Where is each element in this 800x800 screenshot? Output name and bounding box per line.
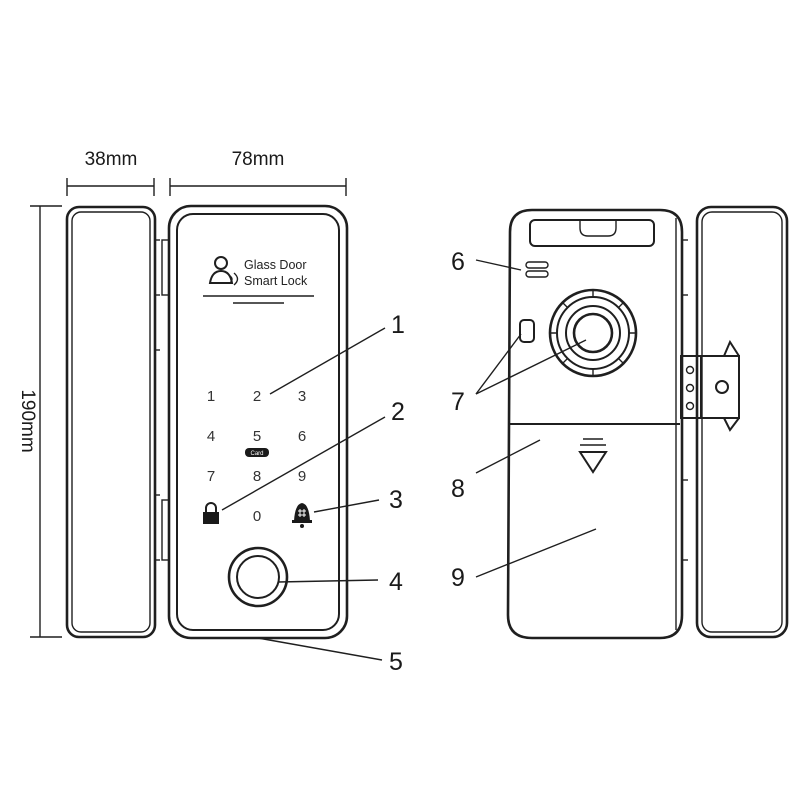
key-2: 2 [253,388,261,405]
callout-numbers: 1 2 3 4 5 6 7 8 9 [389,248,465,676]
dimension-depth: 38mm [66,149,155,196]
callout-5: 5 [389,648,403,676]
callout-6: 6 [451,248,465,276]
key-6: 6 [298,428,306,445]
key-8: 8 [253,468,261,485]
height-label: 190mm [17,389,38,452]
side-view-right [695,205,789,639]
key-4: 4 [207,428,215,445]
reset-button [519,319,535,343]
card-reader-mark: Card [245,448,269,457]
leader-lines [221,259,597,661]
side-view-left [65,205,160,639]
dimension-height: 190mm [17,205,62,638]
fingerprint-sensor-icon [227,546,289,608]
doorbell-icon [292,503,312,528]
key-5: 5 [253,428,261,445]
key-0: 0 [253,508,261,525]
callout-7: 7 [451,388,465,416]
key-7: 7 [207,468,215,485]
rotary-knob-icon [548,288,638,378]
callout-1: 1 [391,311,405,339]
callout-3: 3 [389,486,403,514]
brand-line1: Glass Door [244,258,307,272]
lock-icon [203,502,219,524]
key-9: 9 [298,468,306,485]
dimension-width: 78mm [169,149,347,196]
svg-text:Card: Card [250,451,263,457]
battery-slot [529,219,655,247]
user-wireless-icon [208,256,239,286]
key-3: 3 [298,388,306,405]
width-label: 78mm [232,149,285,170]
front-view: Glass Door Smart Lock 1 2 3 4 5 6 7 8 9 … [161,204,349,640]
callout-2: 2 [391,398,405,426]
callout-9: 9 [451,564,465,592]
latch-bracket [680,339,740,432]
callout-4: 4 [389,568,403,596]
back-view [506,208,740,640]
callout-8: 8 [451,475,465,503]
speaker-grille [525,261,549,278]
key-1: 1 [207,388,215,405]
depth-label: 38mm [85,149,138,170]
brand-line2: Smart Lock [244,274,308,288]
slide-arrow-icon [578,438,608,474]
